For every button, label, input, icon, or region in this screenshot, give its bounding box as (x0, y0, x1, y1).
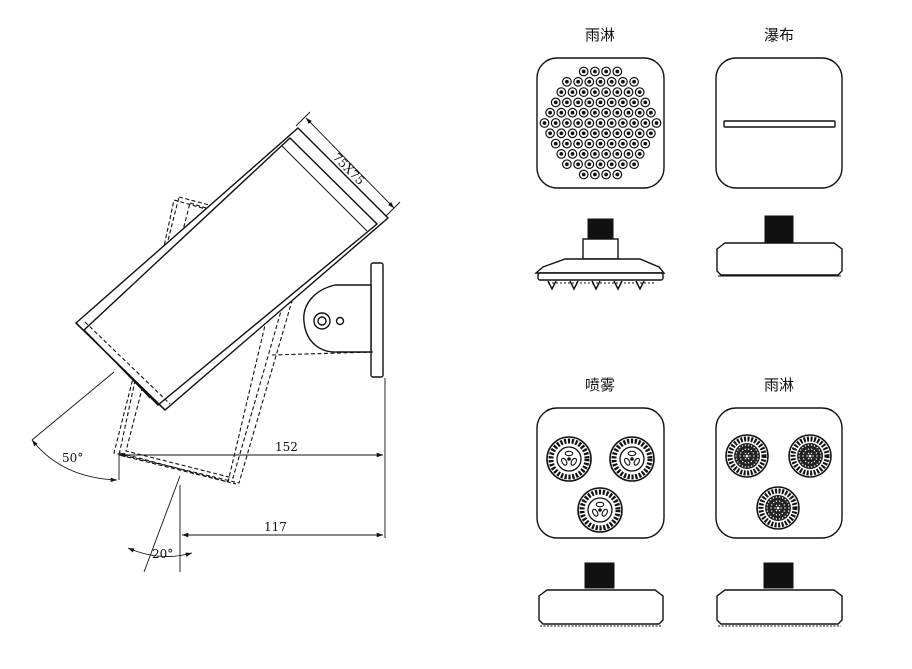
thread-connector (587, 218, 614, 240)
side-view-drawing: 75X75 152 117 50° 20° (31, 111, 401, 573)
tilt-angle-label: 50° (62, 451, 83, 465)
offset-label: 117 (264, 520, 287, 534)
mist-nozzle-icon (546, 436, 592, 482)
variant-title-rain-2: 雨淋 (764, 376, 794, 394)
waterfall-slot (723, 120, 836, 128)
rain-nozzle-icon (725, 434, 769, 478)
pivot-knob-icon (313, 312, 345, 330)
thread-connector (764, 215, 794, 244)
thread-connector (763, 562, 794, 589)
waterfall-face-front (715, 57, 843, 189)
tilt-angle-dimension: 50° (31, 371, 120, 482)
mist-face-front (536, 407, 665, 539)
variant-title-waterfall: 瀑布 (764, 26, 794, 44)
rain-holes-pattern (539, 66, 662, 180)
waterfall-head-side (716, 215, 843, 277)
mist-head-side (538, 562, 664, 627)
mist-nozzle-icon (577, 487, 623, 533)
rain-nozzle-head-side (716, 562, 843, 627)
rain-nozzle-icon (788, 434, 832, 478)
spray-face-edge (119, 452, 237, 485)
width-dimension: 152 (119, 378, 386, 538)
rain-nozzle-tips (547, 280, 645, 291)
spray-angle-label: 20° (152, 547, 173, 561)
offset-dimension: 117 (179, 485, 383, 572)
mist-nozzle-icon (609, 436, 655, 482)
mist-nozzles (546, 436, 655, 533)
rain-nozzle-icon (756, 486, 800, 530)
rain-nozzle-face-front (715, 407, 843, 539)
thread-connector (584, 562, 615, 589)
variant-title-mist: 喷雾 (585, 376, 615, 394)
variant-title-rain-1: 雨淋 (585, 26, 615, 44)
rain-face-front (536, 57, 665, 189)
width-label: 152 (275, 440, 298, 454)
rain-nozzles (725, 434, 832, 530)
wall-plate (370, 262, 384, 378)
spray-angle-dimension: 20° (127, 475, 193, 573)
rain-head-side (534, 218, 666, 291)
